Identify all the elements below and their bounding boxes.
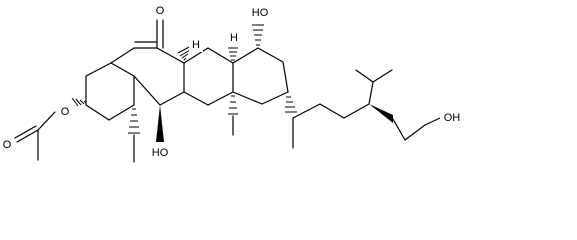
c14-hydrogen-hashed-bond [227, 43, 239, 61]
c11-hydroxyl-label: HO [152, 147, 169, 159]
atom-labels: O HO H H O O HO OH [0, 3, 466, 160]
acetate-group [14, 97, 87, 161]
molecule-structure: O HO H H O O HO OH [0, 3, 466, 163]
side-chain [285, 69, 441, 149]
acetate-carbonyl-oxygen-label: O [3, 139, 12, 151]
ring-d [232, 47, 289, 105]
terminal-hydroxyl-label: OH [444, 112, 461, 124]
c13-methyl-hashed-bond [228, 95, 238, 136]
ketone-group [156, 19, 164, 49]
ring-a [85, 62, 135, 121]
c10-methyl-hashed-bond [128, 108, 140, 163]
c11-hydroxyl-wedge-bond [156, 105, 164, 142]
ring-c [183, 47, 234, 106]
c15-hydroxyl-label: HO [252, 7, 269, 19]
c9-hydrogen-label: H [192, 39, 200, 51]
c9-hydrogen-hashed-bond [177, 45, 192, 61]
c14-hydrogen-label: H [230, 32, 238, 44]
ketone-oxygen-label: O [156, 5, 165, 17]
acetate-ether-oxygen-label: O [61, 106, 70, 118]
ring-b [110, 41, 185, 106]
c15-hydroxyl-hashed-bond [252, 24, 264, 46]
